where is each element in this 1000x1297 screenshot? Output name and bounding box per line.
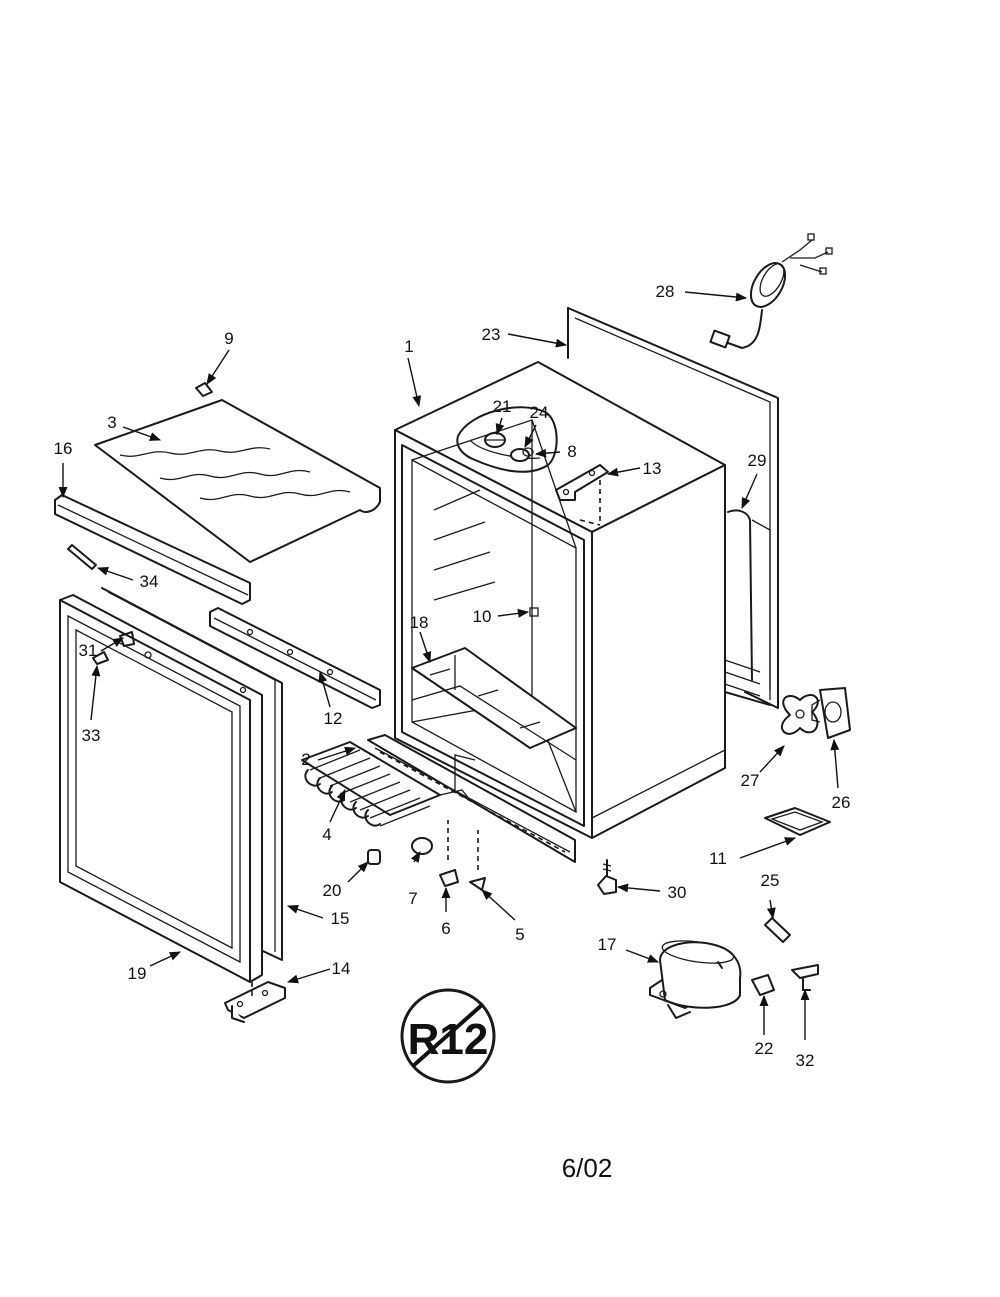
callout-8: 8 <box>567 442 576 461</box>
no-r12-symbol: R12 <box>400 988 496 1084</box>
callout-28: 28 <box>656 282 675 301</box>
callout-7: 7 <box>408 889 417 908</box>
evaporator-coil <box>301 741 476 827</box>
callout-29: 29 <box>748 451 767 470</box>
callout-9: 9 <box>224 329 233 348</box>
callout-21: 21 <box>493 397 512 416</box>
screw-6 <box>439 869 459 887</box>
top-hinge <box>555 464 609 501</box>
top-cover-clip <box>195 382 213 397</box>
callout-4: 4 <box>322 825 331 844</box>
callout-5: 5 <box>515 925 524 944</box>
strip-34 <box>67 544 97 570</box>
callout-11: 11 <box>709 849 727 868</box>
callout-22: 22 <box>755 1039 774 1058</box>
callout-32: 32 <box>796 1051 815 1070</box>
callout-leaders <box>58 291 840 1040</box>
drip-tray <box>764 807 831 836</box>
door-stop-33 <box>92 651 109 665</box>
r12-text: R12 <box>408 1015 489 1064</box>
callout-10: 10 <box>473 607 492 626</box>
callout-16: 16 <box>54 439 73 458</box>
callout-20: 20 <box>323 881 342 900</box>
callout-12: 12 <box>324 709 343 728</box>
overload-protector <box>791 964 819 991</box>
callout-31: 31 <box>79 641 98 660</box>
callout-30: 30 <box>668 883 687 902</box>
leveling-leg <box>597 859 617 895</box>
callout-17: 17 <box>598 935 617 954</box>
callout-2: 2 <box>301 750 310 769</box>
drain-fitting <box>411 837 433 855</box>
light-socket <box>510 447 534 462</box>
fan-motor <box>811 687 851 739</box>
callout-33: 33 <box>82 726 101 745</box>
capacitor <box>764 917 791 943</box>
top-panel <box>94 399 381 563</box>
callout-24: 24 <box>530 403 549 422</box>
callout-34: 34 <box>140 572 159 591</box>
compressor <box>649 940 742 1019</box>
callout-6: 6 <box>441 919 450 938</box>
bottom-hinge <box>224 981 286 1023</box>
drain-plug <box>367 849 381 865</box>
callout-25: 25 <box>761 871 780 890</box>
callout-27: 27 <box>741 771 760 790</box>
cabinet <box>394 361 726 839</box>
date-code: 6/02 <box>562 1153 613 1183</box>
callout-23: 23 <box>482 325 501 344</box>
vent-grille <box>367 734 576 863</box>
callout-14: 14 <box>332 959 351 978</box>
door-bracket <box>209 607 381 709</box>
callout-13: 13 <box>643 459 662 478</box>
callout-26: 26 <box>832 793 851 812</box>
callout-18: 18 <box>410 613 429 632</box>
start-relay <box>751 974 775 996</box>
callout-1: 1 <box>404 337 413 356</box>
callout-19: 19 <box>128 964 147 983</box>
thermostat-knob <box>484 432 506 448</box>
clip-5 <box>469 877 486 891</box>
door <box>59 594 263 983</box>
callout-3: 3 <box>107 413 116 432</box>
callout-15: 15 <box>331 909 350 928</box>
power-cord <box>709 233 833 349</box>
callout-labels: 1 2 3 4 5 6 7 8 9 10 11 12 13 14 15 16 1… <box>54 282 851 1070</box>
